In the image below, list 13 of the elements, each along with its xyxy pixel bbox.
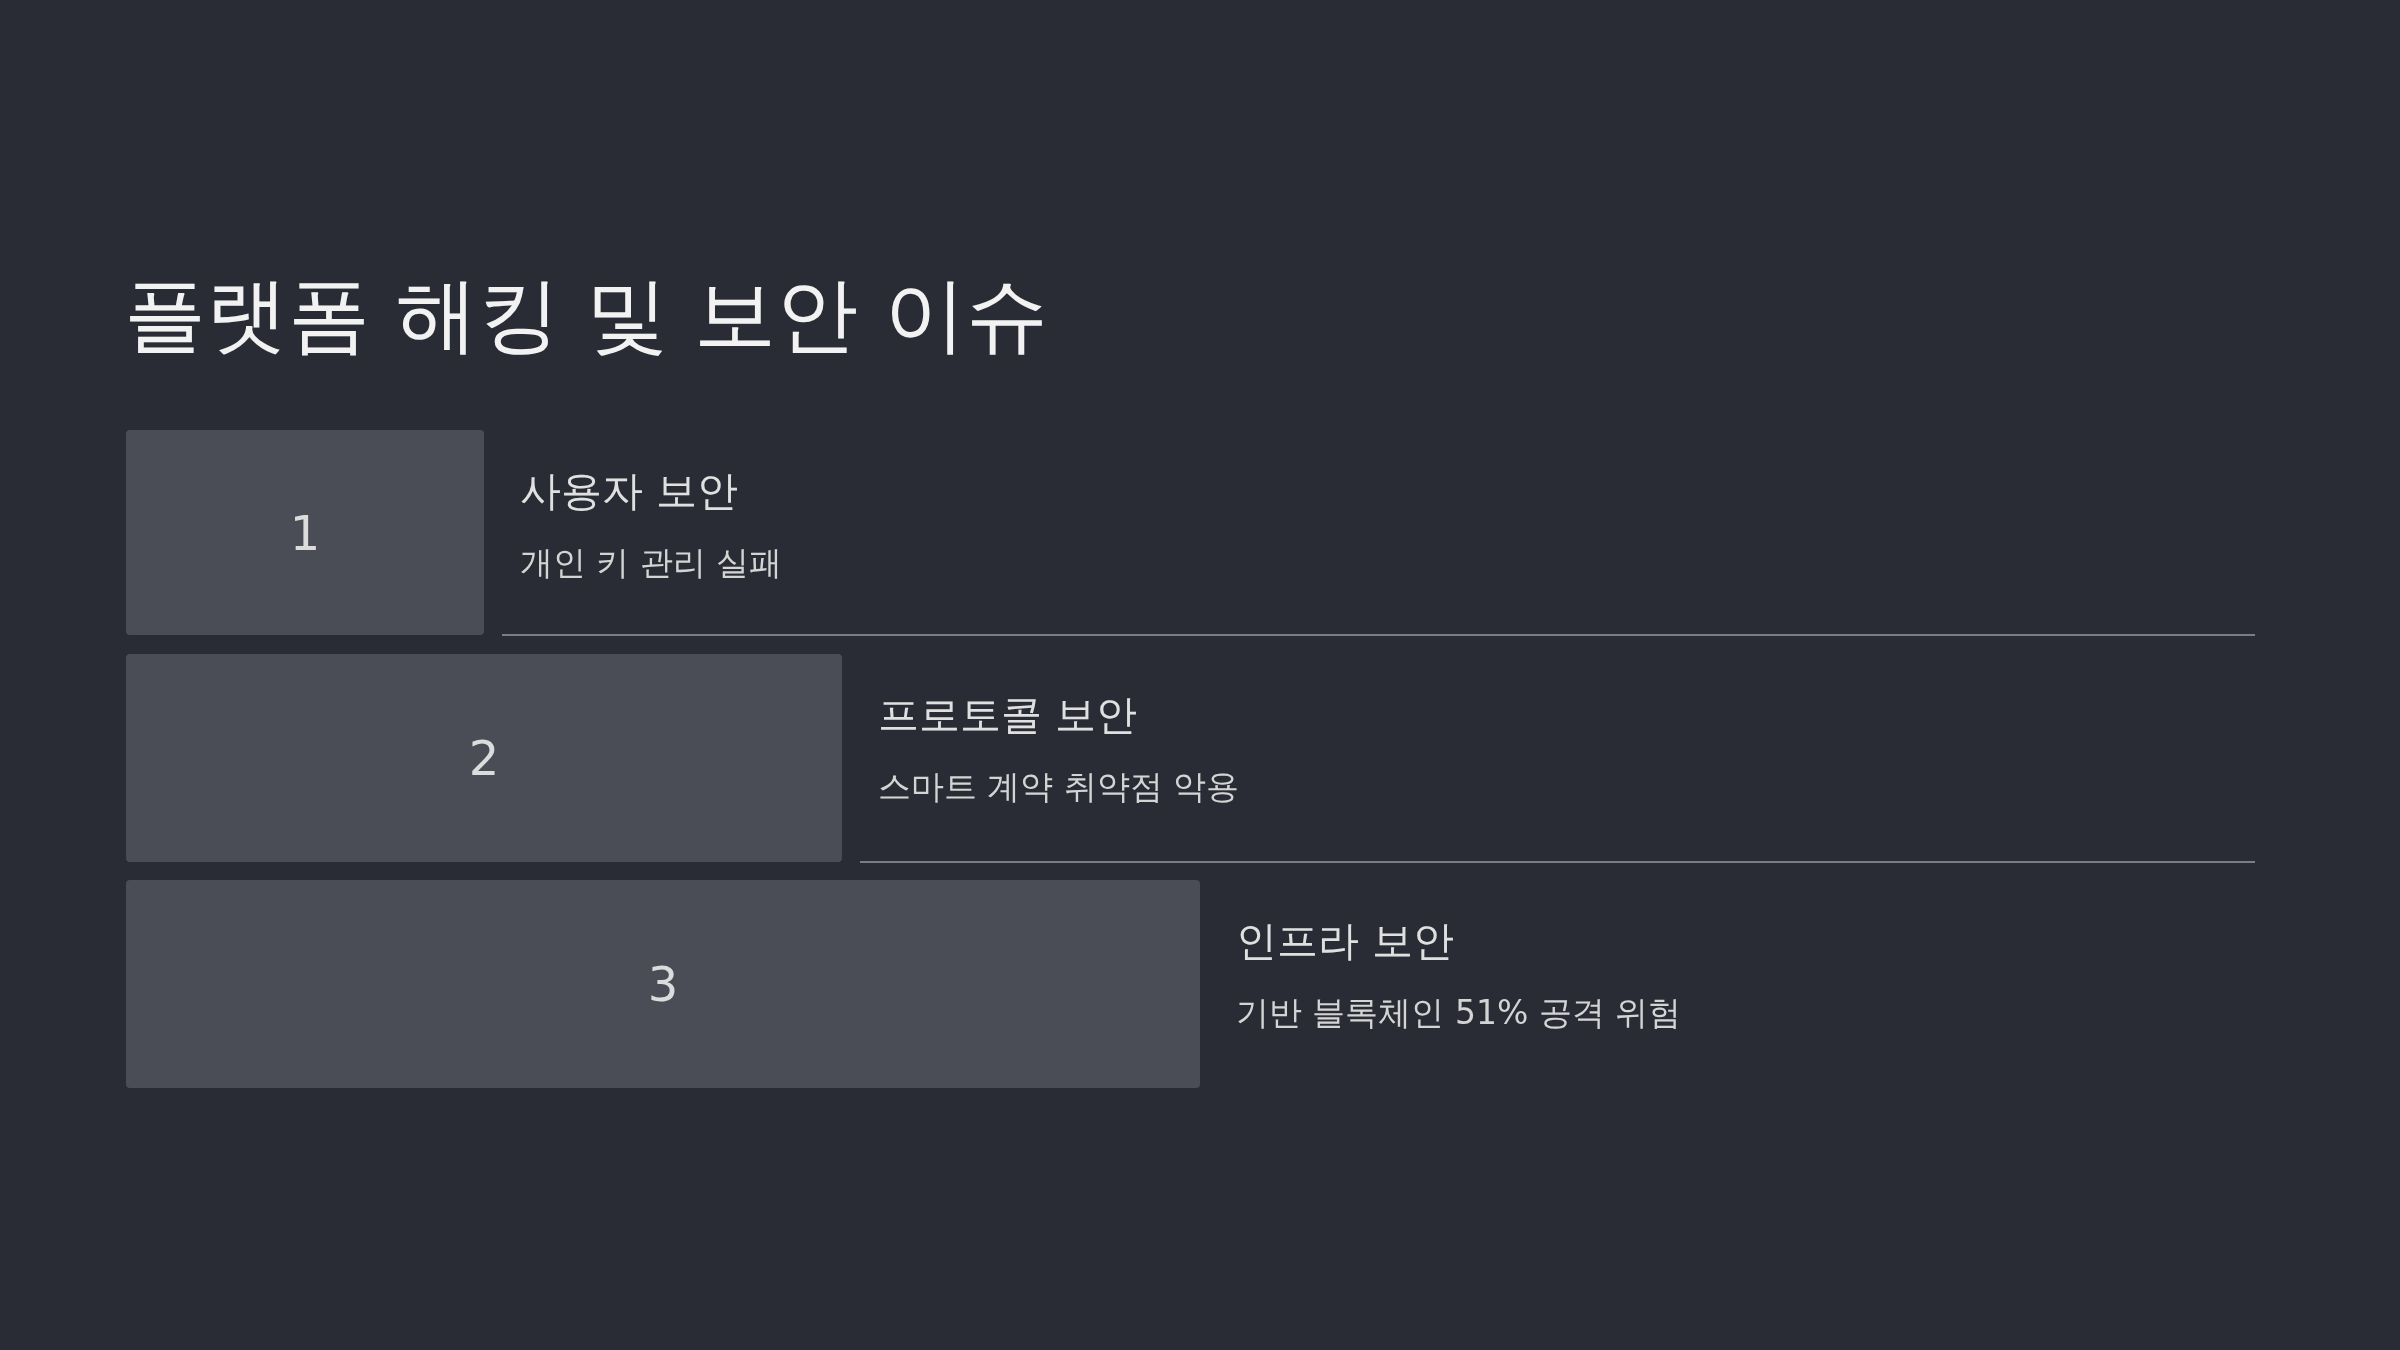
step-heading: 사용자 보안 bbox=[520, 468, 739, 516]
step-description: 기반 블록체인 51% 공격 위험 bbox=[1236, 994, 1682, 1032]
step-description: 개인 키 관리 실패 bbox=[520, 544, 783, 582]
step-number: 2 bbox=[468, 731, 500, 785]
step-heading: 인프라 보안 bbox=[1236, 918, 1455, 966]
step-box bbox=[126, 430, 484, 635]
step-box bbox=[126, 654, 842, 862]
step-number: 1 bbox=[289, 506, 321, 559]
step-description: 스마트 계약 취약점 악용 bbox=[878, 768, 1240, 806]
step-number: 3 bbox=[647, 957, 679, 1011]
slide-title: 플랫폼 해킹 및 보안 이슈 bbox=[124, 268, 1049, 363]
step-heading: 프로토콜 보안 bbox=[878, 692, 1138, 740]
step-box bbox=[126, 880, 1200, 1088]
